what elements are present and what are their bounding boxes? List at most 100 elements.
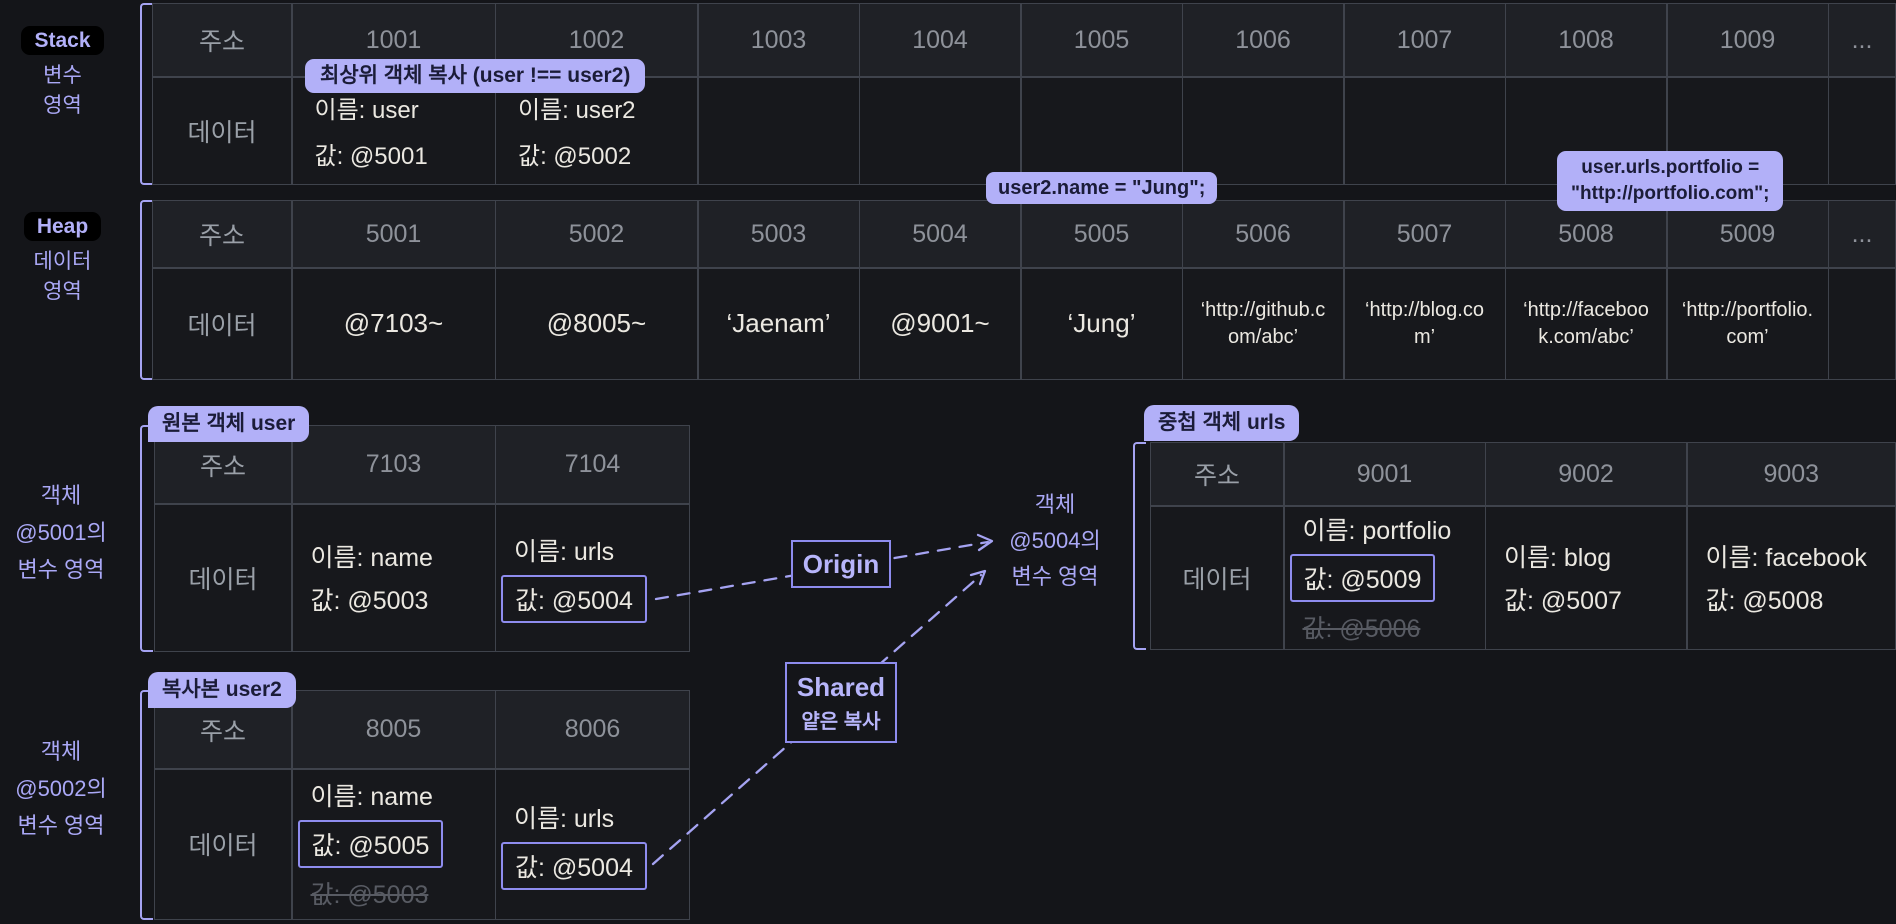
heap-value-5007: ‘http://blog.com’ [1344, 268, 1505, 379]
empty-cell [1829, 268, 1895, 379]
heap-address-cell: 5003 [698, 201, 859, 267]
shared-connector-box: Shared 얕은 복사 [785, 662, 897, 743]
urls-object-table: 주소 9001 9002 9003 데이터 이름: portfolio 값: @… [1150, 442, 1896, 650]
user-table-bracket [140, 425, 153, 652]
user2-prop-urls: 이름: urls 값: @5004 [496, 769, 689, 919]
heap-value-5004: @9001~ [860, 268, 1020, 379]
urls-address-cell: 9001 [1284, 443, 1485, 505]
stack-var-user2: 이름: user2 값: @5002 [496, 77, 697, 184]
user-table-badge: 원본 객체 user [148, 406, 310, 442]
user2-address-cell: 8006 [496, 691, 689, 768]
portfolio-assignment-callout: user.urls.portfolio = "http://portfolio.… [1557, 151, 1784, 211]
object-5004-caption: 객체 @5004의 변수 영역 [1009, 492, 1101, 589]
stack-address-cell: 1008 [1506, 4, 1666, 76]
object-5001-caption: 객체 @5001의 변수 영역 [15, 483, 107, 582]
user2-prop-name: 이름: name 값: @5005 값: @5003 [292, 769, 495, 919]
user2-table-bracket [140, 690, 153, 920]
prop-name: 이름: blog [1504, 544, 1612, 573]
user-prop-urls: 이름: urls 값: @5004 [496, 504, 689, 651]
heap-address-cell: 5002 [496, 201, 697, 267]
empty-cell [698, 77, 859, 184]
heap-memory-table: 주소 5001 5002 5003 5004 5005 5006 5007 50… [152, 200, 1896, 380]
user2-address-cell: 8005 [292, 691, 495, 768]
stack-badge: Stack [21, 26, 104, 55]
prop-name: 이름: facebook [1705, 544, 1867, 573]
prop-value-old: 값: @5006 [1302, 614, 1421, 643]
prop-value: 값: @5008 [1705, 587, 1824, 616]
heap-address-cell: 5009 [1667, 201, 1828, 267]
row-label-address: 주소 [1151, 443, 1283, 505]
row-label-address: 주소 [153, 4, 291, 76]
heap-address-cell: 5008 [1506, 201, 1666, 267]
stack-address-cell: ... [1829, 4, 1895, 76]
urls-prop-facebook: 이름: facebook 값: @5008 [1687, 506, 1895, 649]
stack-caption-line: 영역 [43, 94, 82, 117]
empty-cell [1021, 77, 1182, 184]
heap-value-5002: @8005~ [496, 268, 697, 379]
user-object-table: 주소 7103 7104 데이터 이름: name 값: @5003 이름: u… [154, 425, 690, 652]
stack-section-caption: Stack 변수 영역 [0, 26, 125, 121]
row-label-address: 주소 [153, 201, 291, 267]
urls-address-cell: 9002 [1486, 443, 1686, 505]
heap-value-5001: @7103~ [292, 268, 495, 379]
stack-address-cell: 1009 [1667, 4, 1828, 76]
heap-address-cell: 5001 [292, 201, 495, 267]
heap-address-cell: 5005 [1021, 201, 1182, 267]
prop-name: 이름: urls [514, 804, 615, 833]
stack-memory-table: 주소 1001 1002 1003 1004 1005 1006 1007 10… [152, 3, 1896, 185]
prop-value-highlighted: 값: @5009 [1289, 553, 1436, 602]
prop-value-highlighted: 값: @5004 [501, 575, 647, 624]
heap-address-cell: 5007 [1344, 201, 1505, 267]
shared-label: Shared [796, 671, 886, 702]
stack-var-user: 이름: user 값: @5001 [292, 77, 495, 184]
urls-table-bracket [1133, 442, 1146, 650]
empty-cell [1829, 77, 1895, 184]
stack-address-cell: 1007 [1344, 4, 1505, 76]
prop-name: 이름: urls [514, 538, 615, 567]
stack-caption-line: 변수 [43, 64, 82, 87]
user2-object-table: 주소 8005 8006 데이터 이름: name 값: @5005 값: @5… [154, 690, 690, 920]
prop-value: 값: @5003 [310, 587, 429, 616]
prop-value-highlighted: 값: @5005 [297, 820, 444, 869]
origin-connector-box: Origin [791, 540, 891, 588]
stack-address-cell: 1005 [1021, 4, 1182, 76]
var-name: 이름: user2 [518, 97, 636, 125]
heap-caption-line: 데이터 [33, 250, 92, 273]
heap-caption-line: 영역 [43, 280, 82, 303]
jung-assignment-callout: user2.name = "Jung"; [986, 172, 1218, 204]
heap-value-5003: ‘Jaenam’ [698, 268, 859, 379]
urls-table-badge: 중첩 객체 urls [1144, 405, 1300, 441]
row-label-data: 데이터 [153, 77, 291, 184]
top-copy-callout: 최상위 객체 복사 (user !== user2) [305, 59, 646, 93]
row-label-data: 데이터 [155, 504, 291, 651]
prop-name: 이름: name [310, 783, 433, 812]
heap-value-5006: ‘http://github.com/abc’ [1183, 268, 1343, 379]
row-label-data: 데이터 [1151, 506, 1283, 649]
stack-address-cell: 1003 [698, 4, 859, 76]
prop-name: 이름: portfolio [1302, 516, 1452, 545]
row-label-data: 데이터 [153, 268, 291, 379]
var-value: 값: @5002 [518, 143, 632, 171]
urls-address-cell: 9003 [1687, 443, 1895, 505]
shared-arrowhead [969, 569, 987, 586]
heap-value-5008: ‘http://facebook.com/abc’ [1506, 268, 1666, 379]
heap-value-5009: ‘http://portfolio.com’ [1667, 268, 1828, 379]
empty-cell [1344, 77, 1505, 184]
var-name: 이름: user [314, 97, 419, 125]
heap-value-5005: ‘Jung’ [1021, 268, 1182, 379]
heap-address-cell: 5006 [1183, 201, 1343, 267]
shallow-copy-label: 얕은 복사 [801, 710, 881, 733]
stack-address-cell: 1004 [860, 4, 1020, 76]
empty-cell [1183, 77, 1343, 184]
origin-label: Origin [802, 548, 880, 579]
urls-prop-blog: 이름: blog 값: @5007 [1486, 506, 1686, 649]
user2-table-badge: 복사본 user2 [148, 672, 296, 708]
urls-prop-portfolio: 이름: portfolio 값: @5009 값: @5006 [1284, 506, 1485, 649]
heap-address-cell: 5004 [860, 201, 1020, 267]
prop-value-old: 값: @5003 [310, 881, 429, 910]
user-address-cell: 7104 [496, 426, 689, 503]
var-value: 값: @5001 [314, 143, 428, 171]
empty-cell [860, 77, 1020, 184]
prop-name: 이름: name [310, 544, 433, 573]
